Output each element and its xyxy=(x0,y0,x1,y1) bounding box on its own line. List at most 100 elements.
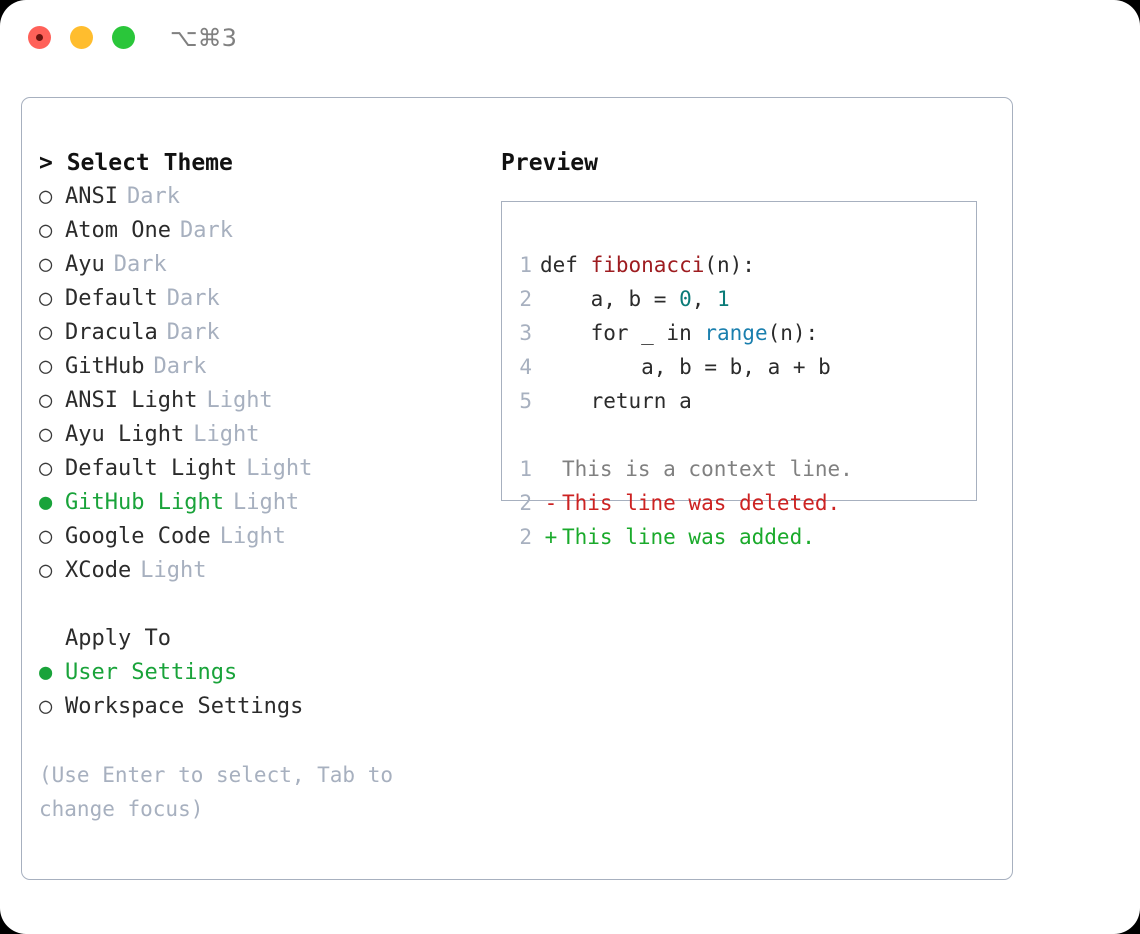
apply-to-option[interactable]: ○ Workspace Settings xyxy=(39,690,489,724)
apply-to-section: Apply To ● User Settings ○ Workspace Settin… xyxy=(39,622,489,724)
theme-variant-tag: Light xyxy=(206,388,273,413)
theme-name-label: Dracula xyxy=(65,320,158,345)
radio-unselected-icon[interactable]: ○ xyxy=(39,320,53,345)
keyboard-shortcut-label: ⌥⌘3 xyxy=(170,24,237,52)
diff-line-ctx: 1 This is a context line. xyxy=(502,452,976,486)
theme-list-item[interactable]: ○ ANSI Light Light xyxy=(39,384,489,418)
radio-selected-icon[interactable]: ● xyxy=(39,490,53,515)
code-line-number: 4 xyxy=(519,355,532,379)
code-line: 3 for _ in range(n): xyxy=(502,316,976,350)
radio-unselected-icon[interactable]: ○ xyxy=(39,422,53,447)
radio-unselected-icon[interactable]: ○ xyxy=(39,694,53,719)
close-button[interactable] xyxy=(28,26,51,49)
code-token: fibonacci xyxy=(590,253,705,277)
minimize-button[interactable] xyxy=(70,26,93,49)
code-token: range xyxy=(704,321,768,345)
radio-unselected-icon[interactable]: ○ xyxy=(39,252,53,277)
code-line-number: 2 xyxy=(519,287,532,311)
apply-to-heading: Apply To xyxy=(65,626,171,651)
code-token: (n): xyxy=(767,321,819,345)
radio-unselected-icon[interactable]: ○ xyxy=(39,388,53,413)
theme-variant-tag: Dark xyxy=(153,354,207,379)
theme-list-item[interactable]: ● GitHub Light Light xyxy=(39,486,489,520)
theme-list-item[interactable]: ○ Default Dark xyxy=(39,282,489,316)
theme-name-label: Atom One xyxy=(65,218,171,243)
theme-name-label: Default xyxy=(65,286,158,311)
diff-line-number: 2 xyxy=(519,491,532,515)
code-line: 5 return a xyxy=(502,384,976,418)
radio-unselected-icon[interactable]: ○ xyxy=(39,218,53,243)
zoom-button[interactable] xyxy=(112,26,135,49)
theme-variant-tag: Dark xyxy=(166,286,220,311)
diff-line-text: This line was added. xyxy=(562,525,815,549)
diff-sample: 1 This is a context line.2-This line was… xyxy=(502,452,976,554)
theme-name-label: Default Light xyxy=(65,456,238,481)
code-token: 0 xyxy=(679,287,692,311)
select-theme-heading: > Select Theme xyxy=(39,150,233,176)
radio-unselected-icon[interactable]: ○ xyxy=(39,456,53,481)
apply-to-options[interactable]: ● User Settings ○ Workspace Settings xyxy=(39,656,489,724)
preview-heading: Preview xyxy=(501,150,598,176)
theme-variant-tag: Dark xyxy=(113,252,167,277)
diff-line-number: 1 xyxy=(519,457,532,481)
code-token: 1 xyxy=(717,287,730,311)
code-line: 4 a, b = b, a + b xyxy=(502,350,976,384)
diff-line-number: 2 xyxy=(519,525,532,549)
theme-variant-tag: Light xyxy=(140,558,207,583)
radio-unselected-icon[interactable]: ○ xyxy=(39,286,53,311)
theme-name-label: GitHub Light xyxy=(65,490,224,515)
theme-variant-tag: Light xyxy=(193,422,260,447)
theme-list-item[interactable]: ○ GitHub Dark xyxy=(39,350,489,384)
theme-variant-tag: Light xyxy=(219,524,286,549)
diff-line-del: 2-This line was deleted. xyxy=(502,486,976,520)
theme-name-label: ANSI xyxy=(65,184,118,209)
radio-selected-icon[interactable]: ● xyxy=(39,660,53,685)
keyboard-hint-text: (Use Enter to select, Tab to change focu… xyxy=(39,763,406,821)
code-token: def xyxy=(540,253,591,277)
theme-variant-tag: Dark xyxy=(126,184,180,209)
radio-unselected-icon[interactable]: ○ xyxy=(39,184,53,209)
diff-line-text: This is a context line. xyxy=(562,457,853,481)
code-token: , xyxy=(691,287,718,311)
title-bar: ⌥⌘3 xyxy=(0,0,1140,78)
code-token: (n): xyxy=(704,253,755,277)
code-line-number: 1 xyxy=(519,253,532,277)
theme-variant-tag: Light xyxy=(232,490,300,515)
code-line: 1 def fibonacci(n): xyxy=(502,248,976,282)
theme-list-item[interactable]: ○ XCode Light xyxy=(39,554,489,588)
apply-to-option-label: Workspace Settings xyxy=(65,694,304,719)
radio-unselected-icon[interactable]: ○ xyxy=(39,558,53,583)
theme-name-label: GitHub xyxy=(65,354,145,379)
window-controls xyxy=(28,26,135,49)
spacer xyxy=(502,418,976,452)
diff-marker xyxy=(540,452,562,486)
theme-name-label: Ayu Light xyxy=(65,422,185,447)
code-line-number: 5 xyxy=(519,389,532,413)
code-token: return a xyxy=(540,389,692,413)
theme-list-item[interactable]: ○ Google Code Light xyxy=(39,520,489,554)
diff-marker: - xyxy=(544,491,558,515)
apply-to-option[interactable]: ● User Settings xyxy=(39,656,489,690)
theme-list-item[interactable]: ○ Ayu Light Light xyxy=(39,418,489,452)
code-token: a, b = b, a + b xyxy=(540,355,831,379)
radio-unselected-icon[interactable]: ○ xyxy=(39,524,53,549)
theme-name-label: Google Code xyxy=(65,524,211,549)
apply-to-option-label: User Settings xyxy=(65,660,238,685)
theme-list-item[interactable]: ○ ANSI Dark xyxy=(39,180,489,214)
diff-marker: + xyxy=(544,525,558,549)
radio-unselected-icon[interactable]: ○ xyxy=(39,354,53,379)
diff-line-text: This line was deleted. xyxy=(562,491,841,515)
code-token: for _ in xyxy=(540,321,705,345)
theme-name-label: ANSI Light xyxy=(65,388,198,413)
theme-name-label: XCode xyxy=(65,558,132,583)
